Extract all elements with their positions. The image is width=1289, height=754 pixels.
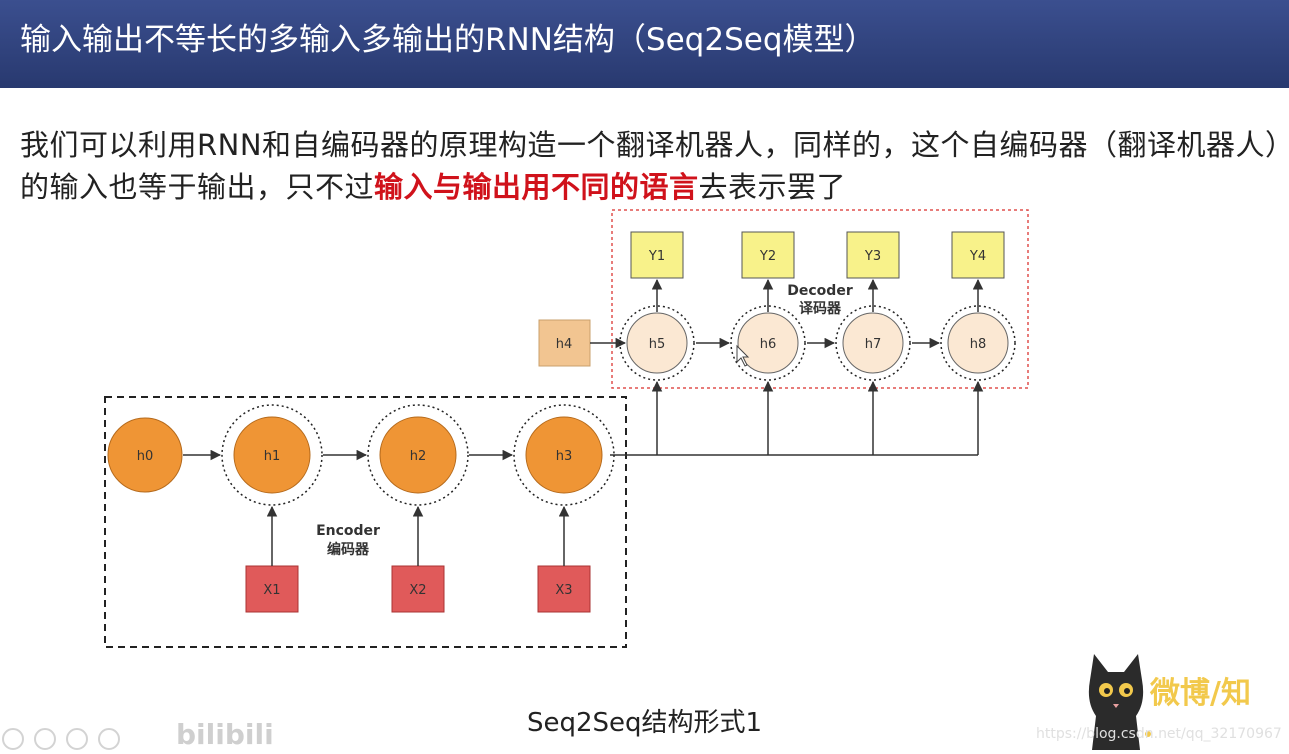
decoder-region bbox=[611, 209, 1029, 389]
video-controls bbox=[2, 728, 120, 752]
cat-mascot-icon bbox=[1088, 654, 1151, 750]
decoder-node-h5: h5 bbox=[619, 305, 695, 381]
bilibili-logo: bilibili bbox=[176, 718, 274, 751]
context-node-h4-label: h4 bbox=[556, 337, 573, 352]
decoder-node-h7: h7 bbox=[835, 305, 911, 381]
weibo-watermark: 微博/知 bbox=[1150, 676, 1251, 711]
output-y3: Y3 bbox=[846, 231, 900, 279]
encoder-node-h2-label: h2 bbox=[410, 449, 427, 464]
mouse-cursor-icon bbox=[736, 344, 750, 367]
body-text-before: 我们可以利用RNN和自编码器的原理构造一个翻译机器人，同样的，这个自编码器（翻译… bbox=[20, 128, 1281, 204]
slide-title: 输入输出不等长的多输入多输出的RNN结构（Seq2Seq模型） bbox=[20, 22, 876, 58]
encoder-node-h0: h0 bbox=[107, 417, 183, 493]
decoder-node-h6-label: h6 bbox=[760, 337, 777, 352]
encoder-node-h3: h3 bbox=[513, 404, 615, 506]
output-y4-label: Y4 bbox=[969, 249, 986, 264]
csdn-url-watermark: https://blog.csdn.net/qq_32170967 bbox=[1036, 726, 1282, 742]
decoder-node-h6: h6 bbox=[730, 305, 806, 381]
settings-icon[interactable] bbox=[66, 728, 88, 750]
input-x1-label: X1 bbox=[263, 583, 280, 598]
seq2seq-diagram: Decoder 译码器 Encoder 编码器 Y1 Y2 Y3 Y4 h4 h… bbox=[104, 209, 1029, 648]
decoder-node-h7-label: h7 bbox=[865, 337, 882, 352]
output-y1-label: Y1 bbox=[648, 249, 665, 264]
output-y2: Y2 bbox=[741, 231, 795, 279]
input-x2-label: X2 bbox=[409, 583, 426, 598]
pause-icon[interactable] bbox=[34, 728, 56, 750]
context-node-h4: h4 bbox=[538, 319, 591, 367]
diagram-caption: Seq2Seq结构形式1 bbox=[526, 708, 763, 738]
encoder-label-zh: 编码器 bbox=[327, 541, 370, 558]
output-y3-label: Y3 bbox=[864, 249, 881, 264]
encoder-node-h1-label: h1 bbox=[264, 449, 281, 464]
play-icon[interactable] bbox=[2, 728, 24, 750]
decoder-node-h8-label: h8 bbox=[970, 337, 987, 352]
encoder-label-en: Encoder bbox=[316, 523, 380, 539]
input-x1: X1 bbox=[245, 565, 299, 613]
input-x3: X3 bbox=[537, 565, 591, 613]
body-text-after: 去表示罢了 bbox=[698, 170, 847, 204]
volume-icon[interactable] bbox=[98, 728, 120, 750]
input-x2: X2 bbox=[391, 565, 445, 613]
decoder-node-h8: h8 bbox=[940, 305, 1016, 381]
encoder-node-h0-label: h0 bbox=[137, 449, 154, 464]
slide-body-text: 我们可以利用RNN和自编码器的原理构造一个翻译机器人，同样的，这个自编码器（翻译… bbox=[20, 124, 1285, 208]
encoder-node-h3-label: h3 bbox=[556, 449, 573, 464]
output-y2-label: Y2 bbox=[759, 249, 776, 264]
decoder-node-h5-label: h5 bbox=[649, 337, 666, 352]
body-text-highlight: 输入与输出用不同的语言 bbox=[374, 170, 699, 204]
decoder-label-en: Decoder bbox=[787, 283, 853, 299]
encoder-node-h2: h2 bbox=[367, 404, 469, 506]
encoder-node-h1: h1 bbox=[221, 404, 323, 506]
input-x3-label: X3 bbox=[555, 583, 572, 598]
decoder-label-zh: 译码器 bbox=[799, 301, 842, 317]
output-y1: Y1 bbox=[630, 231, 684, 279]
output-y4: Y4 bbox=[951, 231, 1005, 279]
title-bar: 输入输出不等长的多输入多输出的RNN结构（Seq2Seq模型） bbox=[0, 0, 1289, 88]
encoder-region bbox=[104, 396, 627, 648]
